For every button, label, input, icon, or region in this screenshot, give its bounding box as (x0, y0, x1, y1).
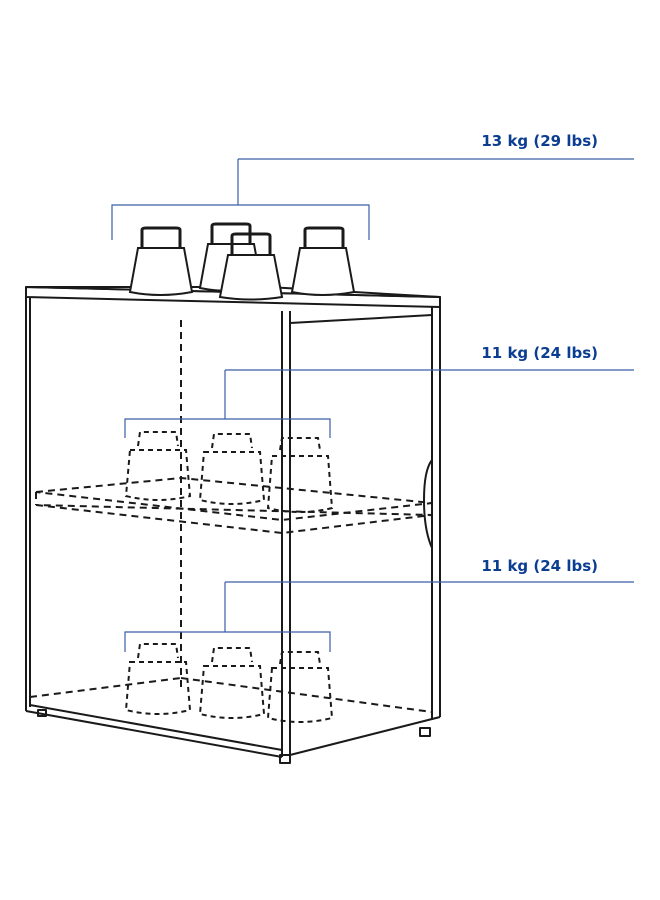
weight-icon (124, 431, 334, 513)
weight-icon (124, 643, 334, 723)
top-load-label: 13 kg (29 lbs) (481, 132, 598, 150)
middle-shelf-load-label: 11 kg (24 lbs) (481, 344, 598, 362)
hidden-structure (29, 320, 433, 713)
bottom-shelf-load-label: 11 kg (24 lbs) (481, 557, 598, 575)
leader-lines (111, 158, 634, 652)
weight-icon (128, 222, 356, 301)
cabinet-outline (25, 286, 441, 764)
